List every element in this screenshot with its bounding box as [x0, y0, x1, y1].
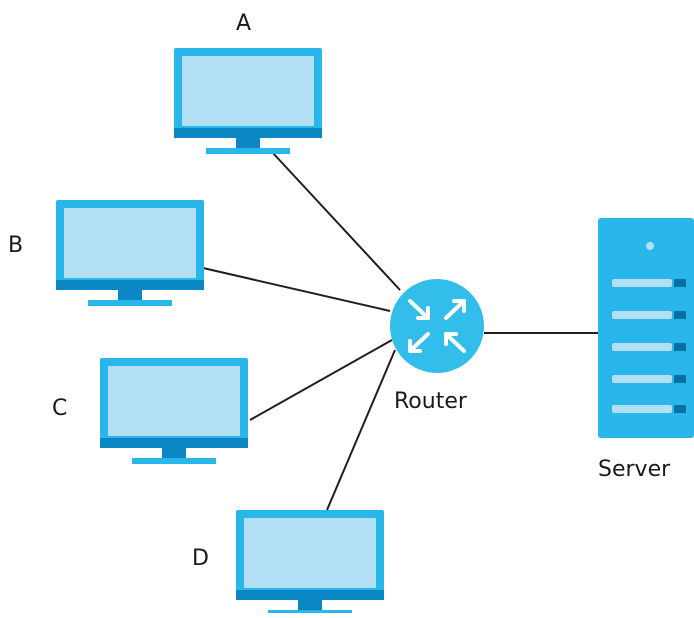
monitor-icon: [100, 358, 248, 464]
router-icon: [390, 279, 484, 373]
server: Server: [598, 218, 694, 482]
computer-c-label: C: [52, 396, 67, 421]
computer-b: [56, 200, 204, 306]
monitor-screen: [108, 366, 240, 436]
monitor-stand: [206, 148, 290, 154]
monitor-icon: [56, 200, 204, 306]
monitor-neck: [118, 290, 142, 300]
monitor-bezel: [100, 438, 248, 448]
link-c-router: [249, 339, 393, 421]
link-a-router: [271, 151, 401, 291]
computer-a: [174, 48, 322, 154]
monitor-screen: [64, 208, 196, 278]
monitor-neck: [162, 448, 186, 458]
monitor-bezel: [174, 128, 322, 138]
computer-a-label: A: [236, 11, 251, 36]
monitor-bezel: [236, 590, 384, 600]
link-b-router: [202, 267, 391, 312]
computer-c: [100, 358, 248, 464]
router: Router: [390, 279, 484, 414]
monitor-neck: [236, 138, 260, 148]
monitor-screen: [182, 56, 314, 126]
router-label: Router: [394, 389, 468, 414]
monitor-neck: [298, 600, 322, 610]
computer-d-label: D: [192, 546, 209, 571]
router-body: [390, 279, 484, 373]
computer-d: [236, 510, 384, 613]
monitor-stand: [88, 300, 172, 306]
connections: [202, 151, 598, 511]
monitor-stand: [268, 610, 352, 613]
monitor-icon: [174, 48, 322, 154]
monitor-stand: [132, 458, 216, 464]
server-label: Server: [598, 457, 671, 482]
server-icon: [598, 218, 694, 438]
server-slots: [612, 279, 686, 413]
server-power-led: [646, 242, 654, 250]
monitor-screen: [244, 518, 376, 588]
monitor-bezel: [56, 280, 204, 290]
computer-b-label: B: [8, 233, 23, 258]
monitor-icon: [236, 510, 384, 613]
link-d-router: [326, 349, 396, 511]
